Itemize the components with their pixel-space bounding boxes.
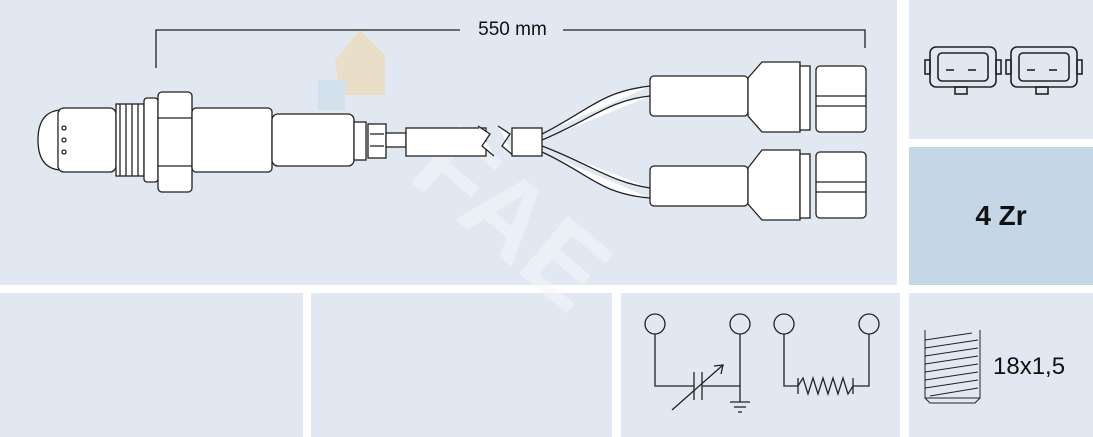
fae-watermark: FAE [318, 30, 634, 334]
thread-icon [924, 330, 981, 404]
dimension-line [155, 29, 866, 68]
variable-capacitor-circuit-icon [644, 313, 751, 413]
sensor-type-label: 4 Zr [975, 200, 1027, 231]
cable-length-label: 550 mm [478, 19, 547, 40]
thread-panel [909, 293, 1093, 437]
empty-panel-1 [0, 293, 303, 437]
sensor-type-panel [909, 147, 1093, 285]
connector-icon [924, 46, 1002, 95]
heater-resistor-circuit-icon [773, 313, 880, 397]
oxygen-sensor-drawing [37, 61, 867, 221]
circuit-panel [621, 293, 900, 437]
thread-size-label: 18x1,5 [993, 353, 1066, 380]
connector-icon [1005, 46, 1083, 95]
empty-panel-2 [311, 293, 612, 437]
